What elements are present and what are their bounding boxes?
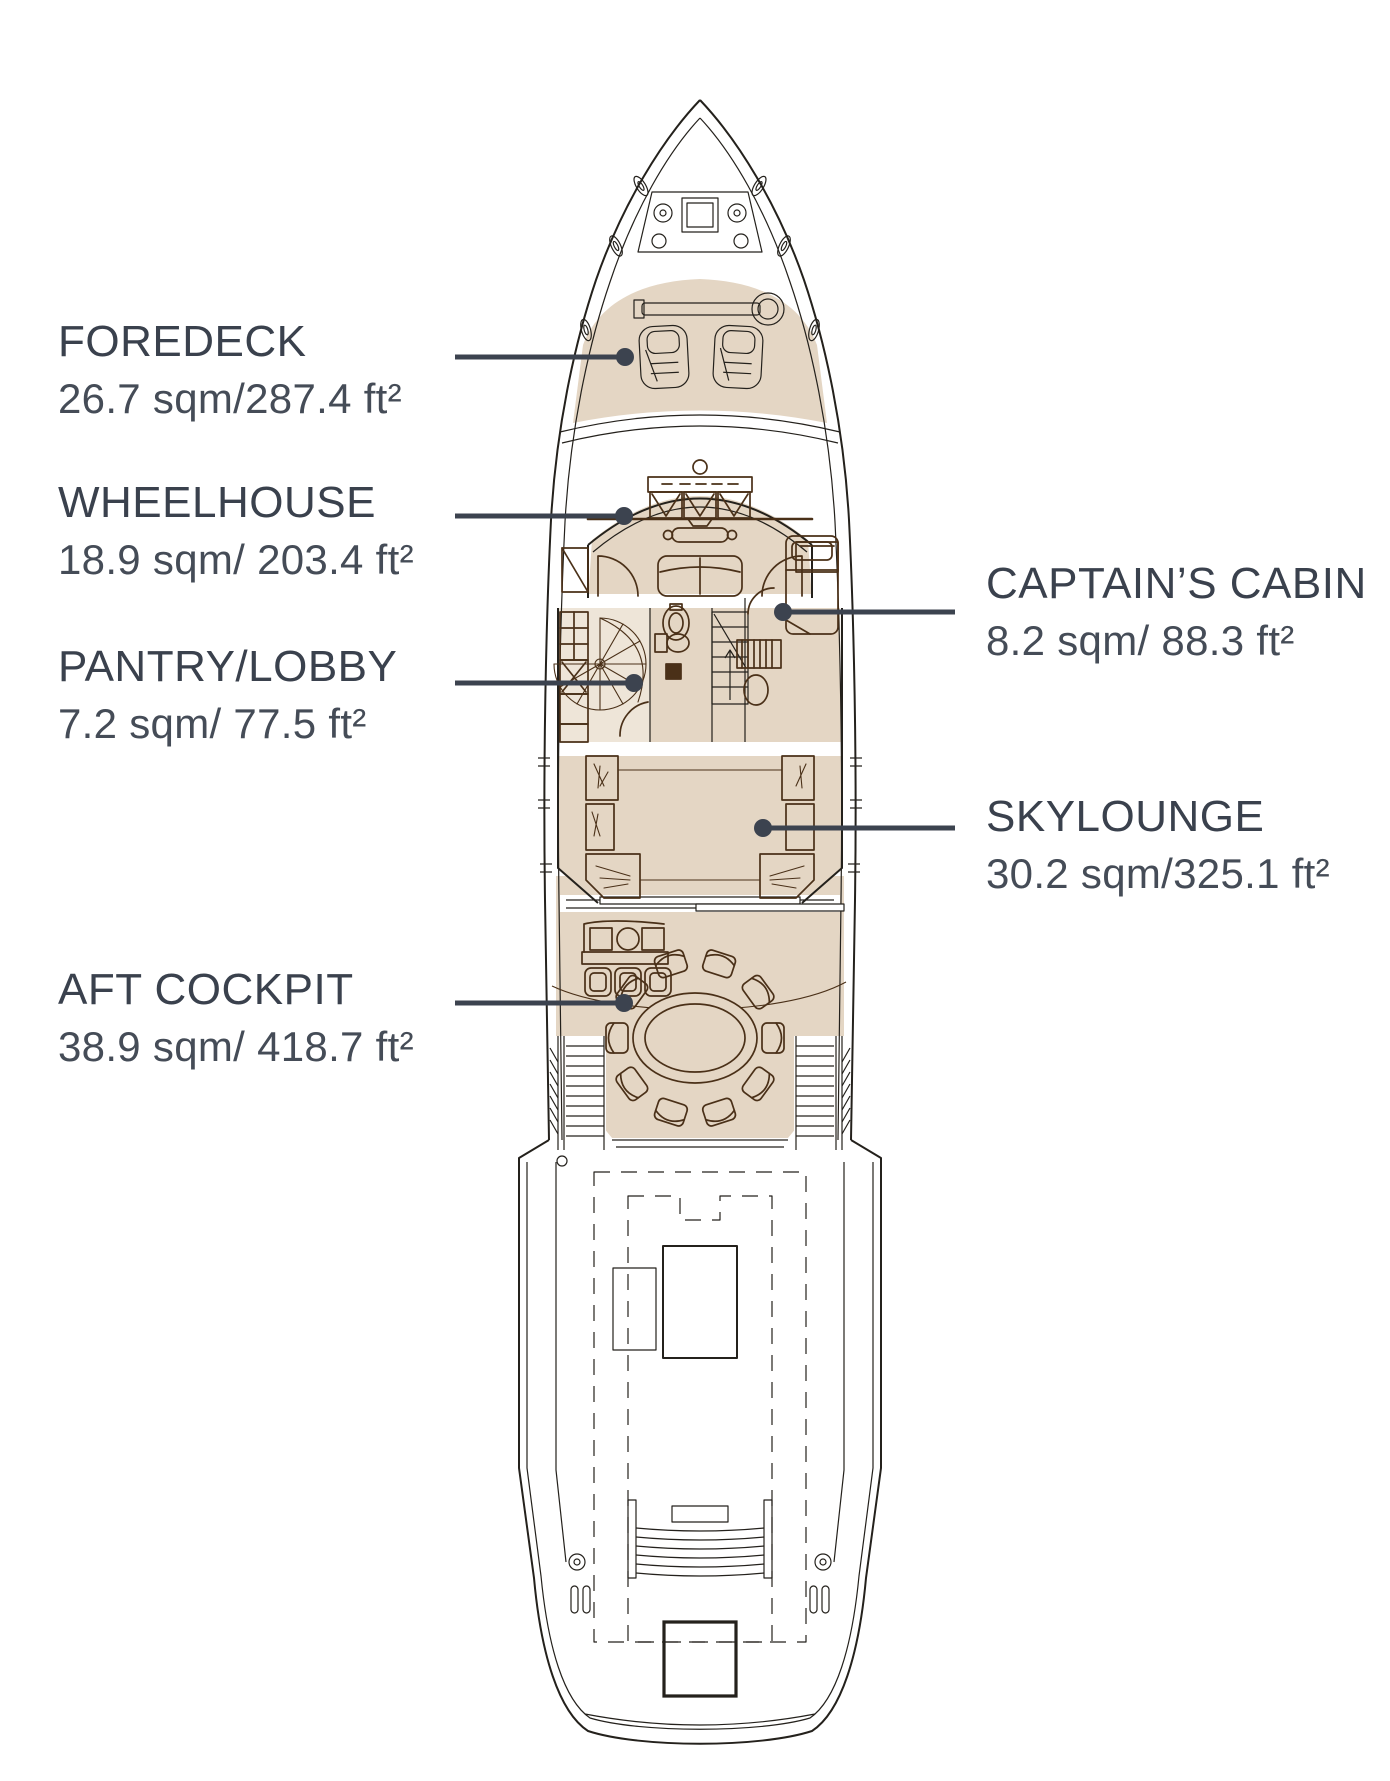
room-title-skylounge: SKYLOUNGE <box>986 792 1265 841</box>
room-title-aft-cockpit: AFT COCKPIT <box>58 965 354 1014</box>
hull-inner-lines <box>527 118 873 1729</box>
room-title-wheelhouse: WHEELHOUSE <box>58 478 376 527</box>
room-title-pantry-lobby: PANTRY/LOBBY <box>58 642 398 691</box>
room-label-wheelhouse: WHEELHOUSE 18.9 sqm/ 203.4 ft² <box>58 481 414 581</box>
skylounge-furniture <box>586 756 814 898</box>
room-title-foredeck: FOREDECK <box>58 317 307 366</box>
room-title-captains-cabin: CAPTAIN’S CABIN <box>986 559 1367 608</box>
leader-aft-cockpit <box>455 994 633 1012</box>
room-label-captains-cabin: CAPTAIN’S CABIN 8.2 sqm/ 88.3 ft² <box>986 562 1367 662</box>
room-label-foredeck: FOREDECK 26.7 sqm/287.4 ft² <box>58 320 402 420</box>
room-area-skylounge: 30.2 sqm/325.1 ft² <box>986 850 1330 897</box>
leader-wheelhouse <box>455 507 633 525</box>
center-staircase <box>712 612 748 704</box>
room-area-aft-cockpit: 38.9 sqm/ 418.7 ft² <box>58 1023 414 1070</box>
pantry-lobby-furniture <box>554 612 648 742</box>
leader-pantry-lobby <box>455 674 643 692</box>
aft-cockpit-furniture <box>550 921 850 1150</box>
room-area-wheelhouse: 18.9 sqm/ 203.4 ft² <box>58 536 414 583</box>
foredeck-equipment <box>578 173 822 390</box>
leader-skylounge <box>754 819 955 837</box>
hull-outline <box>519 100 881 1744</box>
captains-cabin-furniture <box>737 536 838 705</box>
room-area-foredeck: 26.7 sqm/287.4 ft² <box>58 375 402 422</box>
room-label-pantry-lobby: PANTRY/LOBBY 7.2 sqm/ 77.5 ft² <box>58 645 397 745</box>
room-area-captains-cabin: 8.2 sqm/ 88.3 ft² <box>986 617 1295 664</box>
bathroom-fixtures <box>655 604 689 679</box>
side-fittings <box>538 758 862 872</box>
room-area-pantry-lobby: 7.2 sqm/ 77.5 ft² <box>58 700 367 747</box>
leader-foredeck <box>455 348 634 366</box>
room-label-skylounge: SKYLOUNGE 30.2 sqm/325.1 ft² <box>986 795 1330 895</box>
room-label-aft-cockpit: AFT COCKPIT 38.9 sqm/ 418.7 ft² <box>58 968 414 1068</box>
deck-below <box>569 1172 831 1696</box>
leader-captains-cabin <box>774 603 955 621</box>
leader-lines <box>455 348 955 1012</box>
